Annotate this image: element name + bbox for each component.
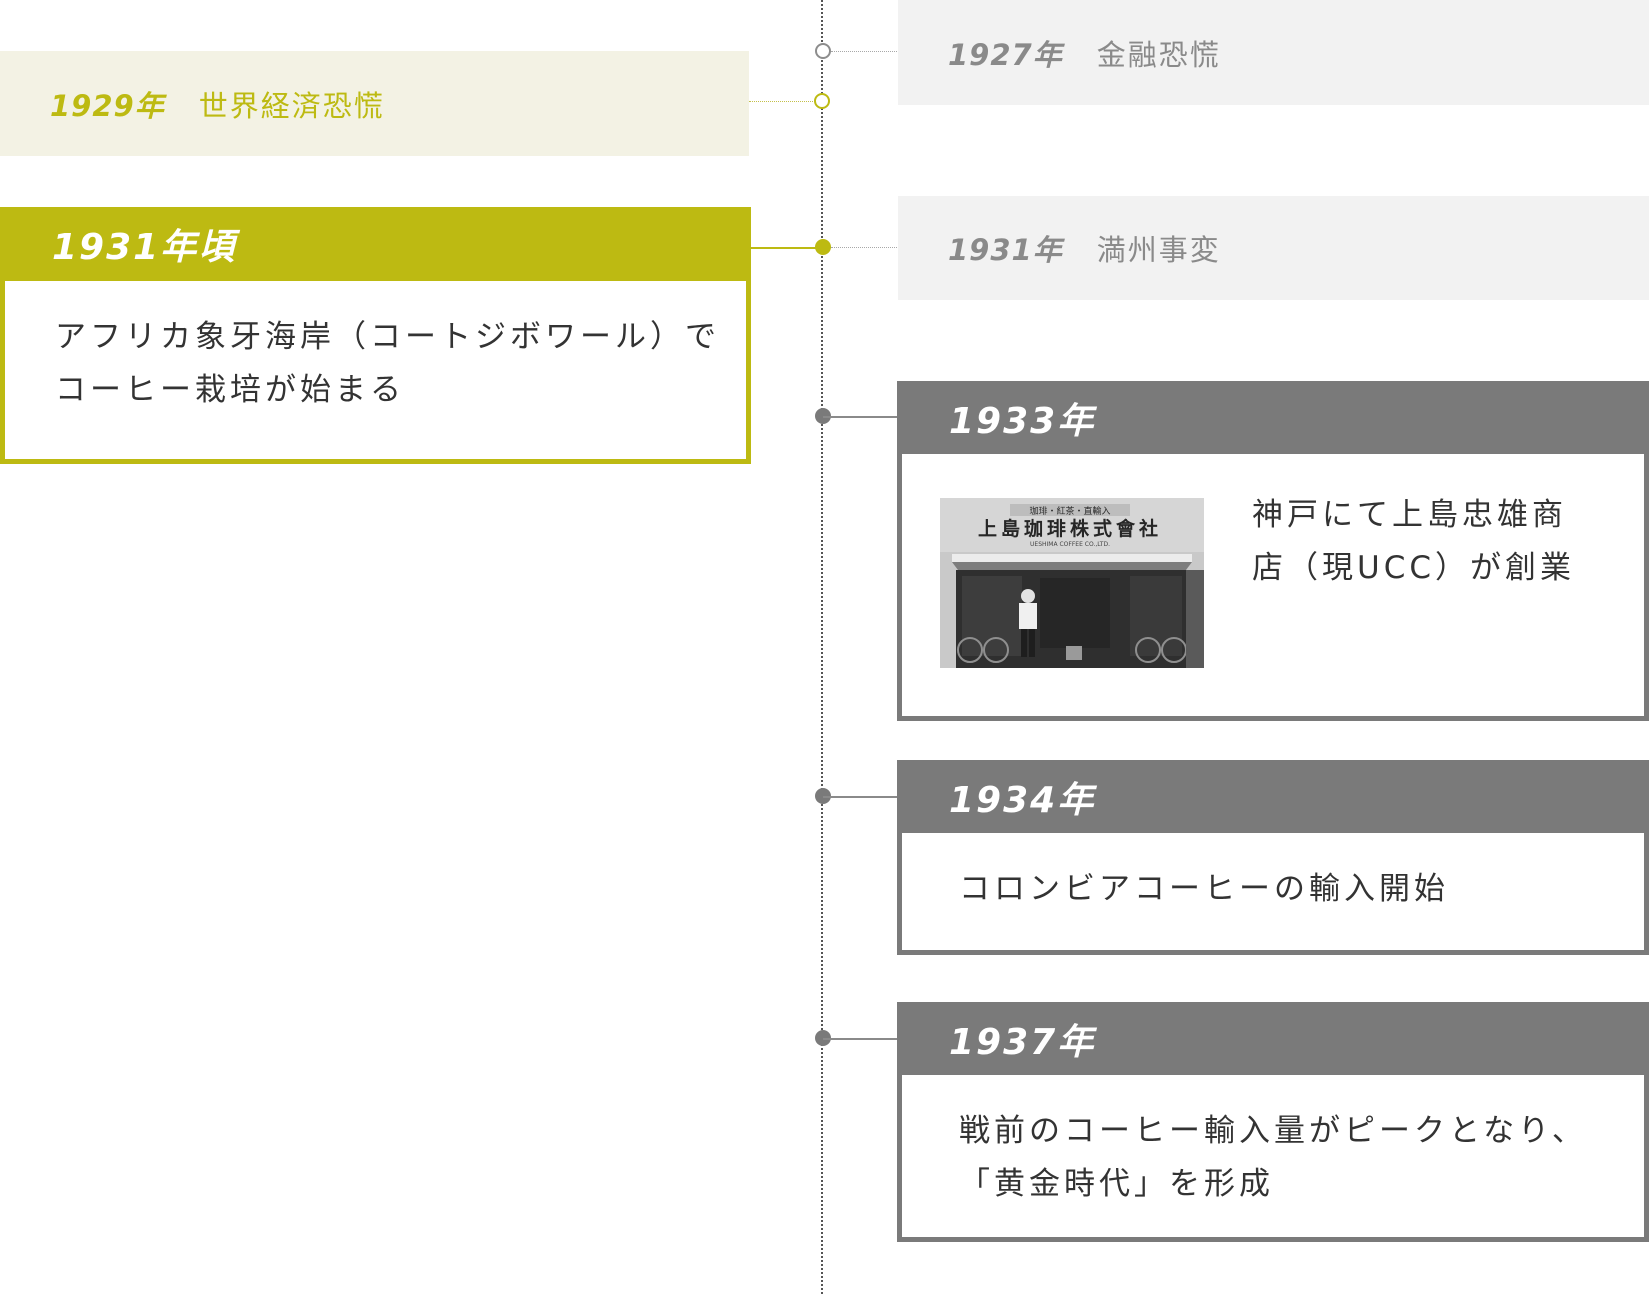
world-event-1929: 1929年 世界経済恐慌 <box>0 51 749 156</box>
event-line: コーヒー栽培が始まる <box>55 372 405 408</box>
event-line: コロンビアコーヒーの輸入開始 <box>959 871 1449 907</box>
event-description: 戦前のコーヒー輸入量がピークとなり、 「黄金時代」を形成 <box>902 1075 1644 1211</box>
event-description: 神戸にて上島忠雄商 店（現UCC）が創業 <box>1252 489 1612 595</box>
event-line: 神戸にて上島忠雄商 <box>1252 497 1567 533</box>
sign-sub-text: UESHIMA COFFEE CO.,LTD. <box>1030 541 1110 548</box>
storefront-photo-image: 珈琲・紅茶・直輸入 上島珈琲株式會社 UESHIMA COFFEE CO.,LT… <box>940 498 1204 668</box>
event-card-1933: 1933年 珈琲・紅茶・直輸入 上島珈琲株式會社 UESHIMA COFFEE … <box>897 381 1649 721</box>
event-card-header: 1933年 <box>897 381 1649 454</box>
connector-1931-event <box>751 247 823 249</box>
timeline-node-1931 <box>815 239 831 255</box>
event-year: 1937年 <box>949 1021 1096 1063</box>
connector-1927 <box>831 51 897 52</box>
connector-1931-world <box>831 247 897 248</box>
event-year: 1933年 <box>949 400 1096 442</box>
event-card-1934: 1934年 コロンビアコーヒーの輸入開始 <box>897 760 1649 955</box>
world-event-year: 1929年 <box>50 88 165 123</box>
event-card-header: 1937年 <box>897 1002 1649 1075</box>
world-event-year: 1931年 <box>948 233 1063 267</box>
connector-1929 <box>749 101 813 102</box>
sign-top-text: 珈琲・紅茶・直輸入 <box>1029 505 1110 517</box>
timeline-axis <box>821 0 823 1294</box>
event-card-1931: 1931年頃 アフリカ象牙海岸（コートジボワール）で コーヒー栽培が始まる <box>0 207 751 464</box>
timeline-node-1929 <box>814 93 830 109</box>
event-year: 1931年頃 <box>52 227 237 268</box>
shop-photo: 珈琲・紅茶・直輸入 上島珈琲株式會社 UESHIMA COFFEE CO.,LT… <box>940 498 1204 668</box>
event-line: アフリカ象牙海岸（コートジボワール）で <box>55 319 720 355</box>
event-card-header: 1931年頃 <box>0 207 751 281</box>
timeline-node-1927 <box>815 43 831 59</box>
event-line: 戦前のコーヒー輸入量がピークとなり、 <box>959 1113 1587 1149</box>
world-event-1931: 1931年 満州事変 <box>898 196 1649 300</box>
event-card-header: 1934年 <box>897 760 1649 833</box>
event-description: コロンビアコーヒーの輸入開始 <box>902 833 1644 916</box>
world-event-text: 金融恐慌 <box>1096 37 1221 72</box>
connector-1934 <box>823 796 897 798</box>
event-line: 店（現UCC）が創業 <box>1252 550 1575 586</box>
world-event-text: 満州事変 <box>1096 233 1221 267</box>
sign-main-text: 上島珈琲株式會社 <box>978 517 1162 540</box>
connector-1937 <box>823 1038 897 1040</box>
event-description: アフリカ象牙海岸（コートジボワール）で コーヒー栽培が始まる <box>5 281 746 417</box>
event-line: 「黄金時代」を形成 <box>959 1166 1274 1202</box>
world-event-1927: 1927年 金融恐慌 <box>898 0 1649 105</box>
event-year: 1934年 <box>949 779 1096 821</box>
world-event-text: 世界経済恐慌 <box>198 88 385 123</box>
connector-1933 <box>823 416 897 418</box>
world-event-year: 1927年 <box>948 37 1063 72</box>
event-card-1937: 1937年 戦前のコーヒー輸入量がピークとなり、 「黄金時代」を形成 <box>897 1002 1649 1242</box>
